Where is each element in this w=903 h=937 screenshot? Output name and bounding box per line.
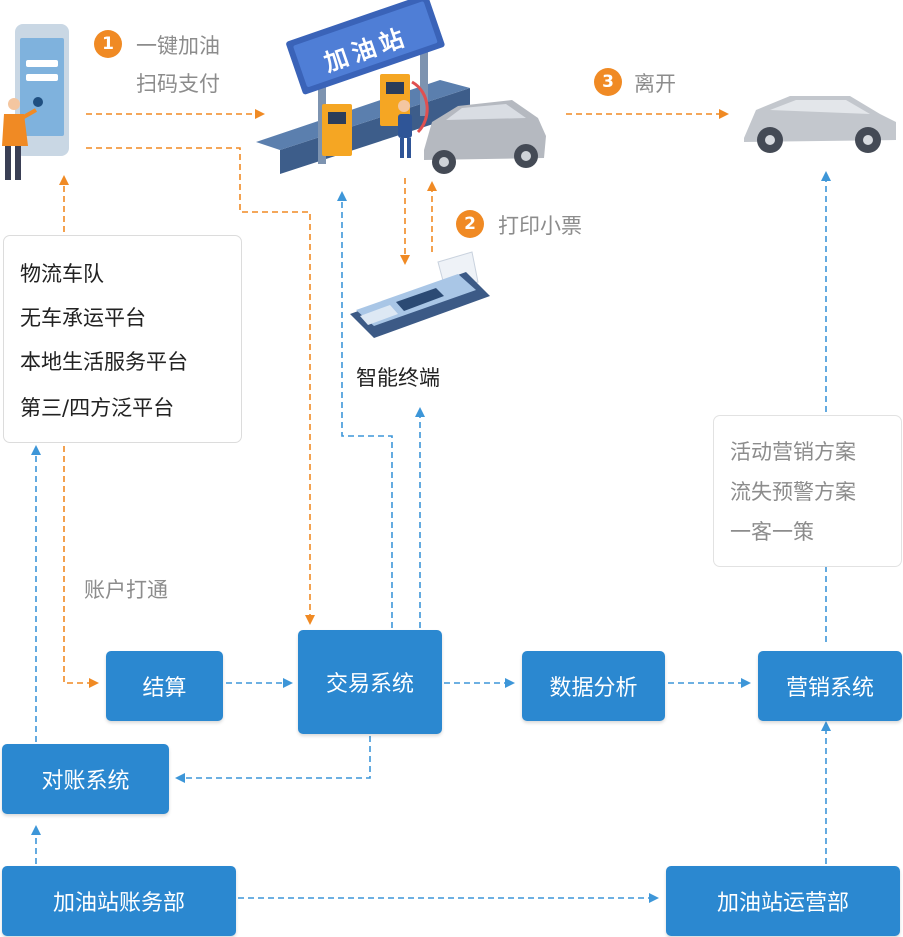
arrow-trading-to-station: [337, 191, 393, 628]
account-link-label: 账户打通: [84, 578, 168, 602]
terminal-label: 智能终端: [356, 366, 440, 390]
step-1-badge: 1: [94, 30, 122, 58]
partner-item: 无车承运平台: [20, 306, 146, 330]
step-1-label-line2: 扫码支付: [136, 72, 220, 96]
partners-list: 物流车队 无车承运平台 本地生活服务平台 第三/四方泛平台: [3, 235, 242, 443]
partner-item: 本地生活服务平台: [20, 350, 188, 374]
step-3-badge: 3: [594, 68, 622, 96]
arrow-trading-to-reconciliation: [175, 736, 371, 783]
phone-user-illustration: [2, 24, 69, 180]
car-leaving-illustration: [744, 96, 896, 153]
smart-terminal-illustration: [350, 251, 490, 338]
arrow-partners-to-settlement: [63, 446, 99, 688]
finance-dept-box: 加油站账务部: [2, 866, 236, 936]
trading-system-box: 交易系统: [298, 630, 442, 734]
marketing-plan-item: 流失预警方案: [730, 480, 856, 504]
marketing-system-box: 营销系统: [758, 651, 902, 721]
reconciliation-system-box: 对账系统: [2, 744, 169, 814]
step-2-label: 打印小票: [498, 214, 582, 238]
step-1-label-line1: 一键加油: [136, 34, 220, 58]
marketing-plans-list: 活动营销方案 流失预警方案 一客一策: [713, 415, 902, 567]
data-analytics-box: 数据分析: [522, 651, 665, 721]
settlement-box: 结算: [106, 651, 223, 721]
step-3-label: 离开: [634, 72, 676, 96]
marketing-plan-item: 一客一策: [730, 520, 814, 544]
step-2-badge: 2: [456, 210, 484, 238]
operations-dept-box: 加油站运营部: [666, 866, 900, 936]
gas-station-illustration: [256, 0, 546, 174]
arrow-phone-to-trading: [86, 147, 315, 625]
partner-item: 第三/四方泛平台: [20, 396, 175, 420]
marketing-plan-item: 活动营销方案: [730, 440, 856, 464]
partner-item: 物流车队: [20, 262, 104, 286]
